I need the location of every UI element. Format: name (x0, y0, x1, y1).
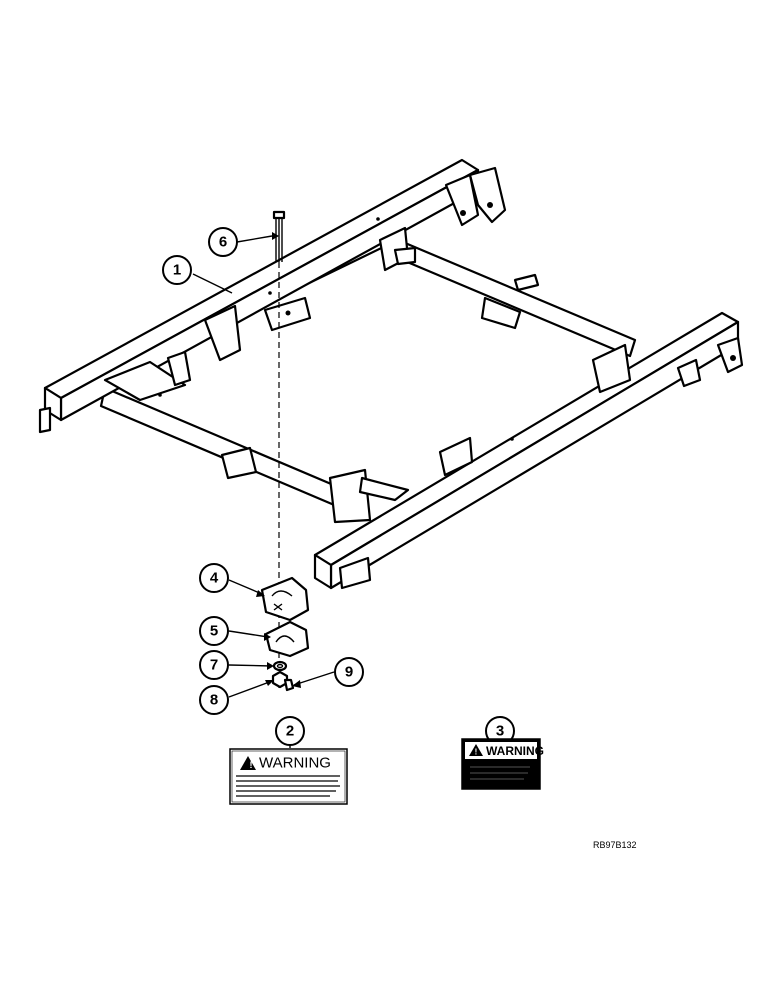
warning-triangle-icon (240, 756, 256, 770)
callout-6: 6 (208, 227, 238, 257)
svg-text:1: 1 (173, 262, 181, 279)
leader-6 (236, 235, 273, 243)
svg-text:8: 8 (210, 692, 218, 709)
frame-assembly (38, 158, 744, 590)
svg-text:5: 5 (210, 623, 218, 640)
callout-7: 7 (199, 650, 229, 680)
callout-4: 4 (199, 563, 229, 593)
callout-2: 2 (275, 716, 305, 746)
callout-9: 9 (334, 657, 364, 687)
warning-triangle-icon (469, 744, 483, 756)
svg-text:!: ! (250, 760, 253, 770)
callout-1: 1 (162, 255, 192, 285)
callout-8: 8 (199, 685, 229, 715)
svg-text:!: ! (475, 748, 478, 757)
decal-2-title: WARNING (259, 755, 331, 772)
leader-5 (228, 630, 269, 638)
leader-1 (192, 273, 233, 294)
svg-text:3: 3 (496, 723, 504, 740)
warning-decal-3: ! WARNING (461, 738, 544, 790)
svg-text:6: 6 (219, 234, 227, 251)
reference-code: RB97B132 (593, 840, 637, 850)
svg-text:2: 2 (286, 723, 294, 740)
svg-text:4: 4 (210, 570, 219, 587)
leader-8 (228, 680, 273, 698)
svg-text:9: 9 (345, 664, 353, 681)
decal-3-title: WARNING (486, 744, 544, 758)
leader-7 (228, 664, 273, 667)
warning-decal-2: ! WARNING (229, 748, 348, 805)
svg-text:7: 7 (210, 657, 218, 674)
bolt (272, 210, 286, 262)
lock-washer (272, 660, 288, 672)
callout-5: 5 (199, 616, 229, 646)
lower-clamp (264, 620, 310, 658)
leader-4 (228, 579, 263, 595)
leader-9 (293, 671, 335, 686)
grease-fitting (283, 678, 295, 692)
upper-clamp (260, 576, 310, 622)
